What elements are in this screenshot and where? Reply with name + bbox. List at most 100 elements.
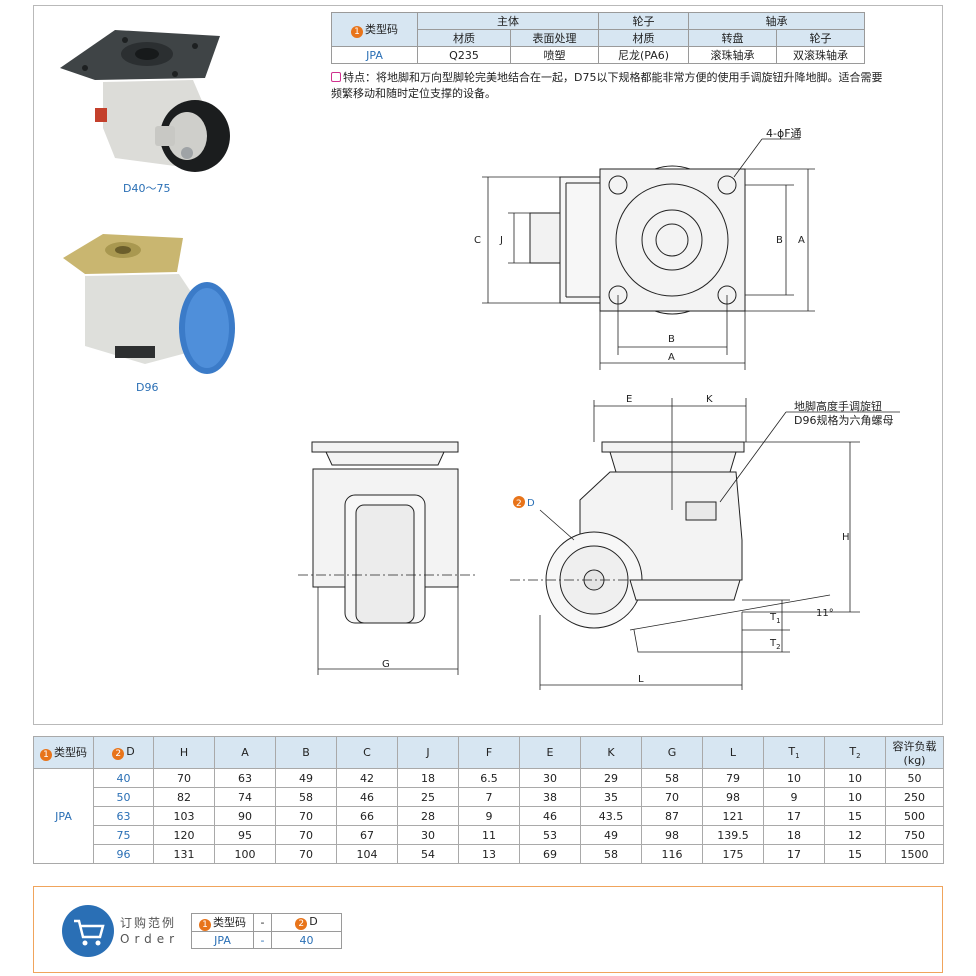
spec-cell-t1: 18 — [763, 825, 825, 845]
hole-note: 4-ϕF通 — [766, 127, 802, 140]
wheel-material-value: 尼龙(PA6) — [598, 46, 689, 64]
spec-cell-load: 250 — [885, 787, 944, 807]
spec-cell-e: 69 — [519, 844, 581, 864]
dim-B: B — [776, 235, 783, 246]
dim-A-bottom: A — [668, 352, 675, 363]
surface-label: 表面处理 — [510, 29, 599, 47]
spec-cell-d: 96 — [93, 844, 154, 864]
badge-2-circle — [513, 496, 525, 508]
spec-cell-load: 750 — [885, 825, 944, 845]
col-E: E — [519, 736, 581, 769]
col-K: K — [580, 736, 642, 769]
dim-K: K — [706, 394, 713, 405]
spec-cell-g: 116 — [641, 844, 703, 864]
col-A: A — [214, 736, 276, 769]
col-C: C — [336, 736, 398, 769]
spec-cell-e: 46 — [519, 806, 581, 826]
spec-cell-h: 70 — [153, 768, 215, 788]
dim-G: G — [382, 659, 390, 670]
spec-cell-t1: 10 — [763, 768, 825, 788]
spec-cell-g: 98 — [641, 825, 703, 845]
spec-cell-t1: 9 — [763, 787, 825, 807]
spec-cell-c: 104 — [336, 844, 398, 864]
spec-cell-c: 42 — [336, 768, 398, 788]
D-callout: D — [527, 498, 535, 509]
dim-L: L — [638, 674, 644, 685]
order-subtitle: Order — [120, 932, 180, 946]
spec-cell-a: 63 — [214, 768, 276, 788]
body-header: 主体 — [417, 12, 599, 30]
spec-cell-j: 25 — [397, 787, 459, 807]
cart-icon — [62, 905, 114, 957]
spec-cell-h: 82 — [153, 787, 215, 807]
product-photo-large — [63, 234, 235, 374]
order-D-value: 40 — [271, 931, 342, 949]
spec-cell-e: 38 — [519, 787, 581, 807]
spec-cell-d: 75 — [93, 825, 154, 845]
spec-cell-l: 79 — [702, 768, 764, 788]
spec-cell-f: 9 — [458, 806, 520, 826]
spec-cell-c: 66 — [336, 806, 398, 826]
spec-type-code: JPA — [33, 768, 94, 864]
spec-cell-h: 103 — [153, 806, 215, 826]
dim-E: E — [626, 394, 632, 405]
dim-H: H — [842, 532, 850, 543]
body-material-value: Q235 — [417, 46, 511, 64]
spec-cell-d: 63 — [93, 806, 154, 826]
spec-cell-b: 70 — [275, 806, 337, 826]
surface-value: 喷塑 — [510, 46, 599, 64]
spec-cell-j: 30 — [397, 825, 459, 845]
spec-cell-j: 28 — [397, 806, 459, 826]
product-panel — [33, 5, 943, 725]
dim-T2: T2 — [769, 638, 781, 651]
wheel-bearing-label: 轮子 — [776, 29, 865, 47]
col-T1: T1 — [763, 736, 825, 769]
spec-cell-t2: 10 — [824, 787, 886, 807]
spec-cell-g: 70 — [641, 787, 703, 807]
knob-note-2: D96规格为六角螺母 — [794, 413, 893, 427]
type-code-value: JPA — [331, 46, 418, 64]
dim-B-bottom: B — [668, 334, 675, 345]
spec-cell-l: 175 — [702, 844, 764, 864]
spec-cell-h: 120 — [153, 825, 215, 845]
dim-T1: T1 — [769, 612, 781, 625]
spec-cell-a: 95 — [214, 825, 276, 845]
spec-cell-g: 58 — [641, 768, 703, 788]
spec-cell-t1: 17 — [763, 806, 825, 826]
feature-icon — [331, 72, 341, 82]
knob-note-1: 地脚高度手调旋钮 — [794, 399, 882, 413]
swivel-bearing-value: 滚珠轴承 — [688, 46, 777, 64]
spec-cell-j: 18 — [397, 768, 459, 788]
dim-A: A — [798, 235, 805, 246]
spec-cell-h: 131 — [153, 844, 215, 864]
spec-cell-t2: 12 — [824, 825, 886, 845]
spec-cell-e: 30 — [519, 768, 581, 788]
spec-cell-b: 70 — [275, 825, 337, 845]
wheel-bearing-value: 双滚珠轴承 — [776, 46, 865, 64]
order-separator: - — [253, 913, 272, 932]
spec-cell-f: 11 — [458, 825, 520, 845]
side-view-drawing: E K H L T1 T2 11° 地脚高度手调旋钮 D96规格为六角螺母 2 … — [510, 394, 900, 690]
swivel-label: 转盘 — [688, 29, 777, 47]
product-photo-small — [60, 30, 230, 172]
spec-cell-load: 1500 — [885, 844, 944, 864]
spec-cell-a: 100 — [214, 844, 276, 864]
spec-cell-t2: 10 — [824, 768, 886, 788]
spec-cell-d: 50 — [93, 787, 154, 807]
spec-cell-t2: 15 — [824, 844, 886, 864]
spec-cell-k: 58 — [580, 844, 642, 864]
front-view-drawing: G — [298, 441, 476, 675]
photo-caption-small: D40～75 — [123, 182, 171, 195]
spec-cell-c: 67 — [336, 825, 398, 845]
dim-C: C — [474, 235, 481, 246]
dim-angle: 11° — [816, 608, 834, 619]
spec-cell-k: 35 — [580, 787, 642, 807]
spec-cell-b: 58 — [275, 787, 337, 807]
